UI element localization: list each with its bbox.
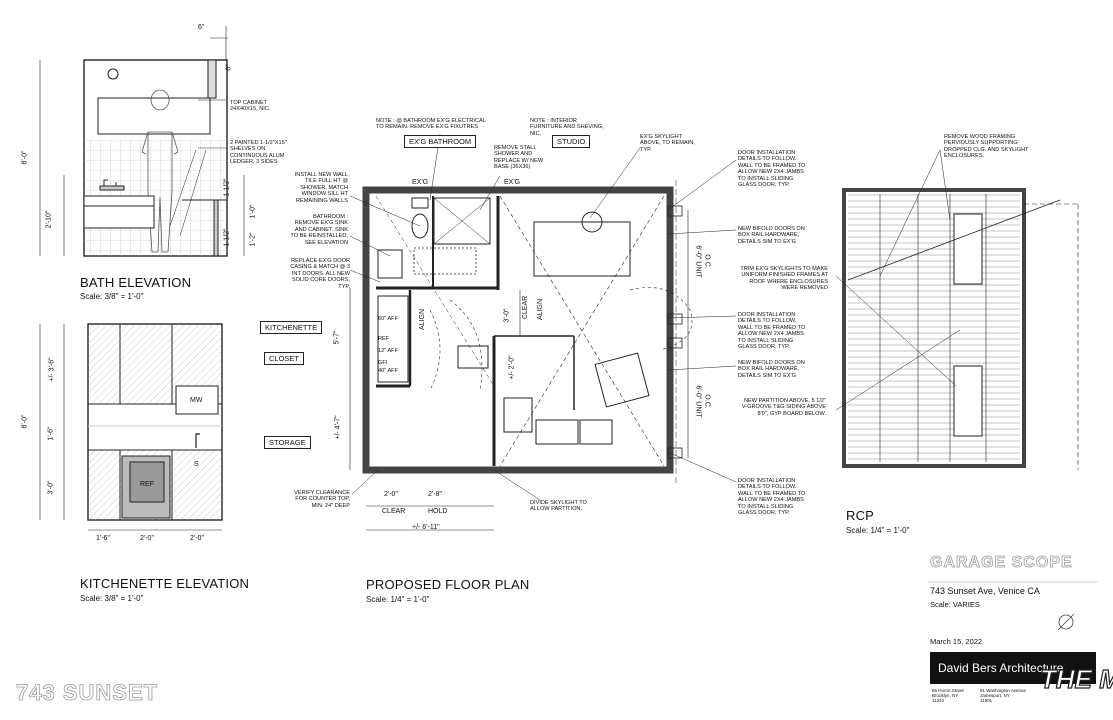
- kitchen-dim-3-6: +/- 3'-6": [48, 357, 56, 382]
- bath-dim-6-side: 6": [225, 64, 233, 71]
- note-door-install-1: DOOR INSTALLATION DETAILS TO FOLLOW. WAL…: [738, 150, 806, 189]
- note-replace-door: REPLACE EX'G DOOR CASING & MATCH @ 3 INT…: [290, 258, 350, 290]
- sheet-name: GARAGE SCOPE: [930, 554, 1073, 572]
- sheet-date: March 15, 2022: [930, 637, 983, 646]
- note-new-partition: NEW PARTITION ABOVE. 5 1/2" V-GROOVE T&G…: [741, 398, 826, 417]
- plan-ref: REF: [378, 336, 390, 342]
- plan-dim-6-11: +/- 6'-11": [412, 524, 440, 531]
- note-top-cabinet: TOP CABINET 24X40X15, NIC.: [230, 100, 271, 113]
- plan-aff-40: 40" AFF: [378, 368, 399, 374]
- tag-storage: STORAGE: [264, 436, 311, 449]
- bath-dim-1-2: 1'-2": [249, 232, 257, 247]
- note-remove-shower: REMOVE STALL SHOWER AND REPLACE W/ NEW B…: [494, 145, 544, 171]
- bath-elevation-title: BATH ELEVATION: [80, 275, 192, 290]
- kitchen-s-label: S: [194, 461, 199, 468]
- floor-plan-scale: Scale: 1/4" = 1'-0": [366, 595, 430, 604]
- kitchen-dim-1-6: 1'-6": [47, 426, 55, 441]
- plan-dim-2-0v: +/- 2'-0": [508, 355, 516, 380]
- plan-dim-2-8: 2'-8": [428, 491, 442, 498]
- tag-exg-bathroom: EX'G BATHROOM: [404, 135, 477, 148]
- note-door-install-2: DOOR INSTALLATION DETAILS TO FOLLOW. WAL…: [738, 312, 806, 351]
- plan-aff-12: 12" AFF: [378, 348, 399, 354]
- tag-kitchenette: KITCHENETTE: [260, 321, 323, 334]
- tag-closet: CLOSET: [264, 352, 305, 365]
- bath-dim-1-12a: 1 1/2": [223, 178, 231, 197]
- note-furniture: NOTE : INTERIOR FURNITURE AND SHEVING, N…: [530, 118, 604, 137]
- note-skylight: EX'G SKYLIGHT ABOVE, TO REMAIN, TYP.: [640, 134, 695, 153]
- note-shelves: 2 PAINTED 1-1/2"X15" SHELVES ON CONTINUO…: [230, 140, 287, 166]
- kitchen-dim-height: 8'-0": [21, 414, 29, 429]
- plan-dim-4-7: +/- 4'-7": [334, 415, 342, 440]
- tag-studio: STUDIO: [552, 135, 591, 148]
- firm-logo: David Bers Architecture: [930, 652, 1096, 684]
- bath-elevation-drawing: [39, 26, 245, 257]
- rcp-title: RCP: [846, 508, 875, 523]
- bath-dim-2-10: 2'-10": [45, 210, 53, 229]
- note-remove-framing: REMOVE WOOD FRAMING PERVIOUSLY SUPPORTIN…: [944, 134, 1029, 160]
- bath-dim-1-0: 1'-0": [249, 204, 257, 219]
- kitchenette-elevation-scale: Scale: 3/8" = 1'-0": [80, 594, 144, 603]
- project-address: 743 Sunset Ave, Venice CA: [930, 586, 1040, 596]
- plan-unit-1: 6'-0" UNIT: [694, 245, 702, 278]
- office-2: 91 Washington Avenue Jamesport, NY 11901: [980, 688, 1027, 703]
- plan-dim-2-0: 2'-0": [384, 491, 398, 498]
- watermark-text: 743 SUNSET: [16, 680, 159, 706]
- note-verify: VERIFY CLEARANCE FOR COUNTER TOP, MIN. 2…: [294, 490, 350, 509]
- note-trim-skylights: TRIM EX'G SKYLIGHTS TO MAKE UNIFORM FINI…: [740, 266, 828, 292]
- kitchenette-elevation-title: KITCHENETTE ELEVATION: [80, 576, 250, 591]
- note-bifold-2: NEW BIFOLD DOORS ON BOX RAIL HARDWARE, D…: [738, 360, 805, 379]
- kitchen-dim-w2: 2'-0": [140, 535, 154, 542]
- firm-name: David Bers Architecture: [938, 661, 1064, 675]
- floor-plan-drawing: [349, 133, 737, 531]
- note-door-install-3: DOOR INSTALLATION DETAILS TO FOLLOW. WAL…: [738, 478, 806, 517]
- bath-dim-6-top: 6": [198, 24, 205, 31]
- kitchen-dim-w3: 2'-0": [190, 535, 204, 542]
- mls-logo: THE MLS: [1039, 663, 1113, 694]
- plan-clear-v: CLEAR: [522, 295, 530, 320]
- note-divide: DIVIDE SKYLIGHT TO ALLOW PARTITION.: [530, 500, 587, 513]
- title-block-lines: [928, 581, 1098, 631]
- floor-plan-title: PROPOSED FLOOR PLAN: [366, 577, 530, 592]
- kitchen-mw-label: MW: [190, 397, 203, 404]
- office-1: 66 Huron Street Brooklyn, NY 11222: [932, 688, 964, 703]
- note-bathroom: BATHROOM : REMOVE EX'G SINK AND CABINET.…: [290, 214, 348, 246]
- bath-elevation-scale: Scale: 3/8" = 1'-0": [80, 292, 144, 301]
- plan-oc-1: O.C.: [703, 254, 711, 269]
- plan-oc-2: O.C.: [703, 394, 711, 409]
- plan-dim-5-7: 5'-7": [333, 330, 341, 345]
- plan-dim-3-0: 3'-0": [503, 308, 511, 323]
- sheet-scale: Scale: VARIES: [930, 600, 980, 609]
- kitchenette-elevation-drawing: [39, 323, 223, 531]
- plan-unit-2: 6'-0" UNIT: [694, 385, 702, 418]
- plan-aff-60: 60" AFF: [378, 316, 399, 322]
- rcp-scale: Scale: 1/4" = 1'-0": [846, 526, 910, 535]
- note-electrical: NOTE : @ BATHROOM EX'G ELECTRICAL TO REM…: [376, 118, 486, 131]
- bath-dim-height: 8'-0": [21, 150, 29, 165]
- plan-clear: CLEAR: [382, 508, 406, 515]
- rcp-drawing: [835, 149, 1079, 470]
- kitchen-dim-3-0: 3'-0": [47, 480, 55, 495]
- plan-gfi: GFI: [378, 360, 388, 366]
- kitchen-ref-label: REF: [140, 481, 154, 488]
- note-tile: INSTALL NEW WALL TILE FULL HT @ SHOWER, …: [294, 172, 348, 204]
- plan-align-2: ALIGN: [537, 298, 545, 321]
- plan-exg-2: EX'G: [504, 179, 521, 186]
- plan-align-1: ALIGN: [419, 308, 427, 331]
- kitchen-dim-w1: 1'-6": [96, 535, 110, 542]
- bath-dim-1-12b: 1 1/2": [223, 228, 231, 247]
- note-bifold-1: NEW BIFOLD DOORS ON BOX RAIL HARDWARE, D…: [738, 226, 805, 245]
- plan-exg-1: EX'G: [412, 179, 429, 186]
- plan-hold: HOLD: [428, 508, 448, 515]
